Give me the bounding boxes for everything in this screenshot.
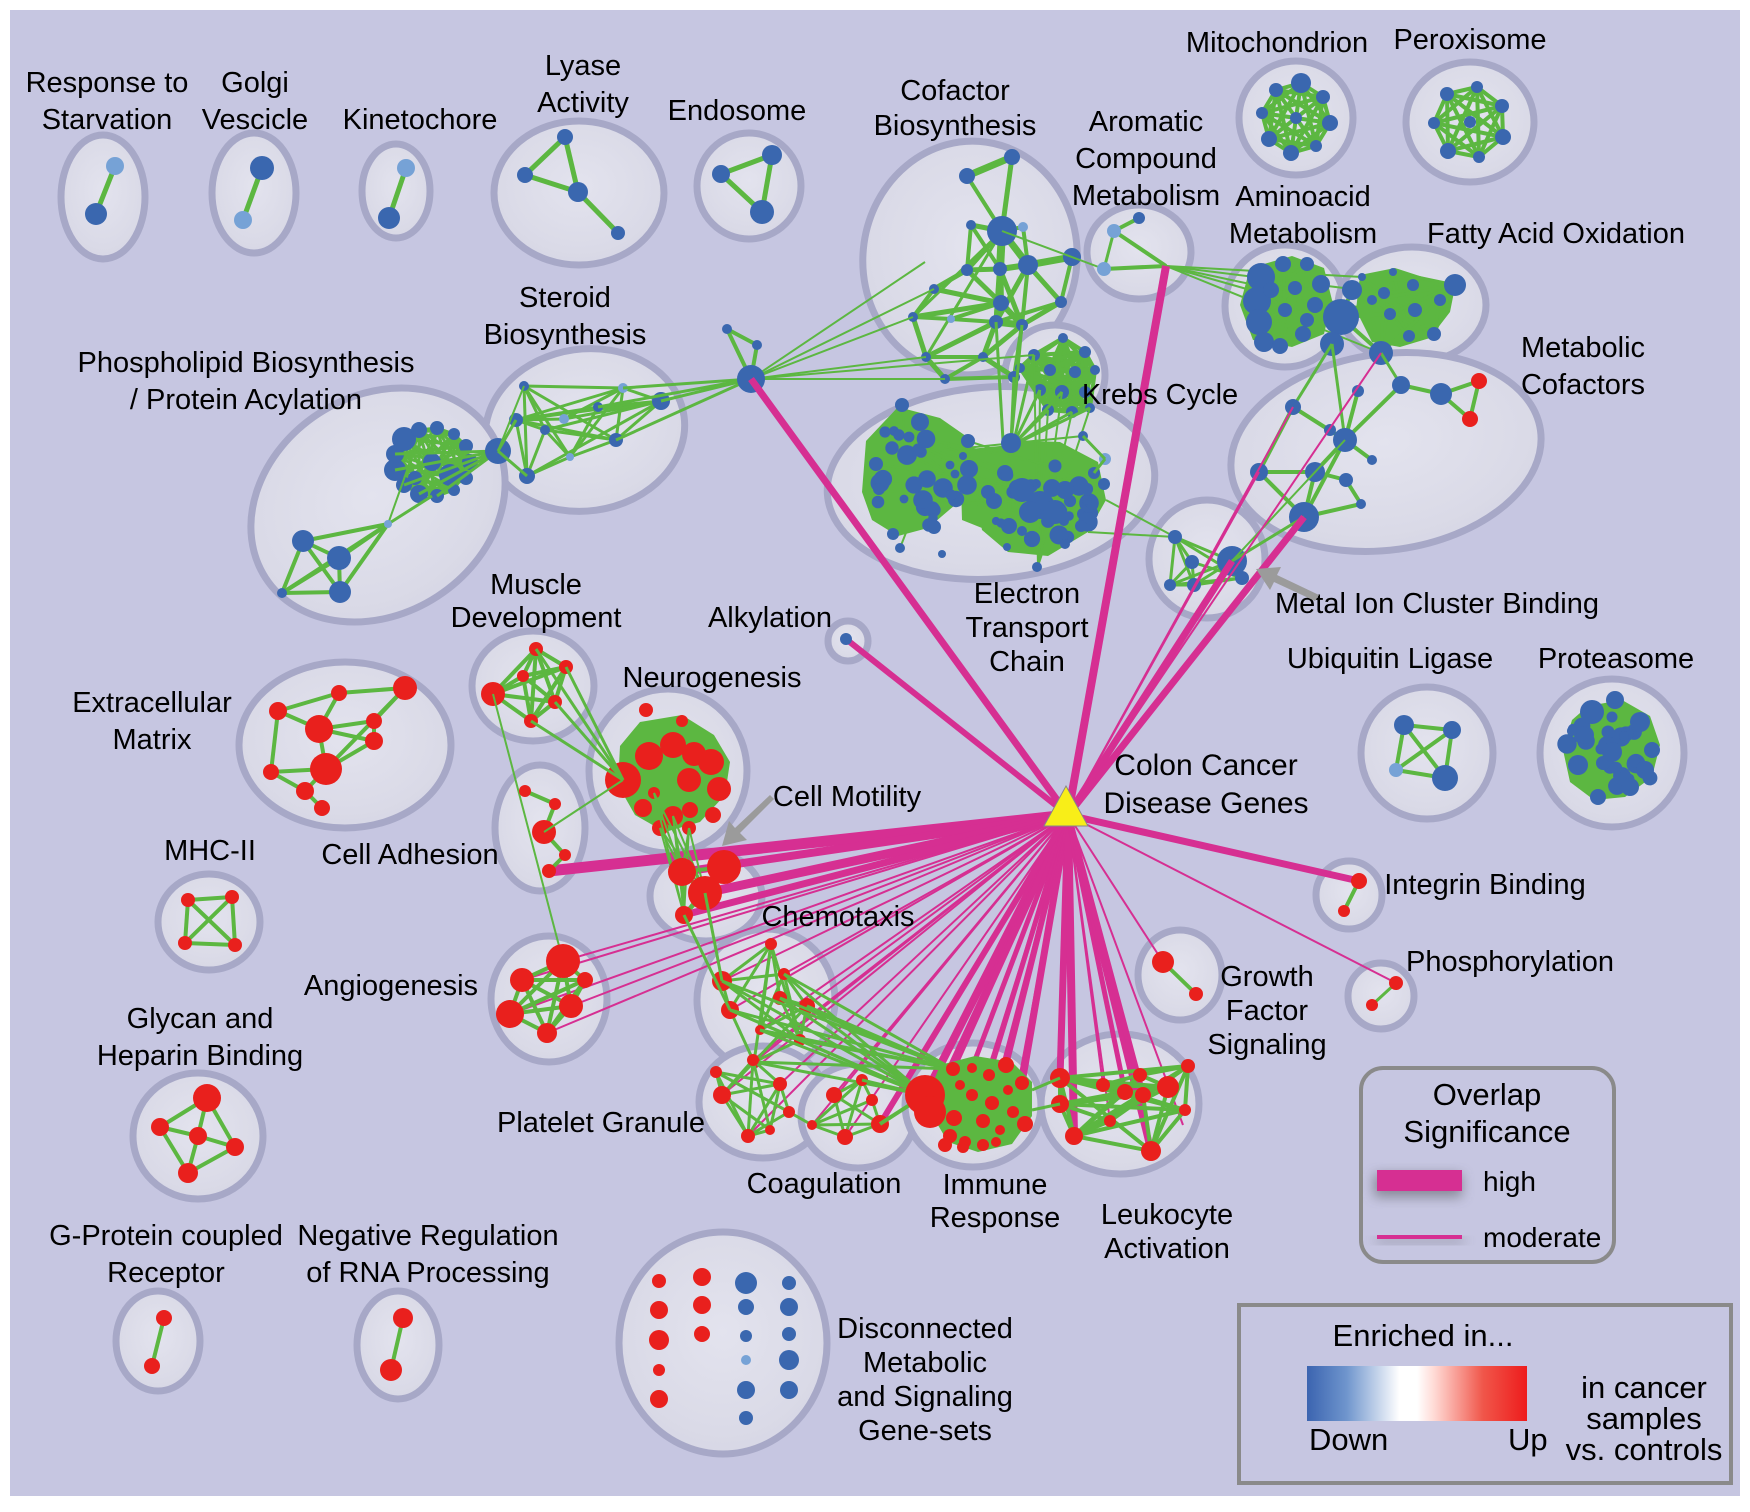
svg-text:Compound: Compound bbox=[1075, 143, 1217, 175]
svg-text:Integrin Binding: Integrin Binding bbox=[1384, 869, 1586, 901]
svg-text:Gene-sets: Gene-sets bbox=[858, 1415, 992, 1447]
svg-text:Cofactor: Cofactor bbox=[900, 75, 1010, 107]
svg-text:Negative Regulation: Negative Regulation bbox=[297, 1220, 558, 1252]
svg-text:Disconnected: Disconnected bbox=[837, 1313, 1013, 1345]
svg-text:Steroid: Steroid bbox=[519, 282, 611, 314]
svg-text:Significance: Significance bbox=[1403, 1114, 1570, 1149]
svg-text:Up: Up bbox=[1508, 1422, 1548, 1457]
svg-text:Transport: Transport bbox=[965, 612, 1088, 644]
svg-text:Coagulation: Coagulation bbox=[747, 1168, 902, 1200]
svg-text:Ubiquitin Ligase: Ubiquitin Ligase bbox=[1287, 643, 1493, 675]
svg-text:vs. controls: vs. controls bbox=[1566, 1432, 1723, 1467]
svg-text:Metabolism: Metabolism bbox=[1072, 180, 1220, 212]
svg-text:Enriched in...: Enriched in... bbox=[1333, 1318, 1514, 1353]
svg-text:Fatty Acid Oxidation: Fatty Acid Oxidation bbox=[1427, 218, 1685, 250]
svg-text:Disease Genes: Disease Genes bbox=[1103, 787, 1308, 820]
svg-text:Vescicle: Vescicle bbox=[202, 104, 308, 136]
svg-text:Biosynthesis: Biosynthesis bbox=[484, 319, 647, 351]
svg-text:Metabolic: Metabolic bbox=[1521, 332, 1645, 364]
svg-text:Cofactors: Cofactors bbox=[1521, 369, 1645, 401]
svg-text:Activation: Activation bbox=[1104, 1233, 1230, 1265]
svg-text:Kinetochore: Kinetochore bbox=[343, 104, 498, 136]
svg-text:moderate: moderate bbox=[1483, 1222, 1601, 1253]
svg-text:Aromatic: Aromatic bbox=[1089, 106, 1203, 138]
svg-text:Matrix: Matrix bbox=[113, 724, 192, 756]
svg-text:Phospholipid Biosynthesis: Phospholipid Biosynthesis bbox=[78, 347, 415, 379]
svg-text:Peroxisome: Peroxisome bbox=[1393, 24, 1546, 56]
svg-text:Metabolic: Metabolic bbox=[863, 1347, 987, 1379]
svg-text:high: high bbox=[1483, 1166, 1536, 1197]
svg-text:G-Protein coupled: G-Protein coupled bbox=[49, 1220, 283, 1252]
svg-text:Krebs Cycle: Krebs Cycle bbox=[1082, 379, 1238, 411]
svg-text:Overlap: Overlap bbox=[1433, 1077, 1542, 1112]
svg-text:in cancer: in cancer bbox=[1581, 1370, 1707, 1405]
svg-text:Metabolism: Metabolism bbox=[1229, 218, 1377, 250]
svg-text:Metal Ion Cluster Binding: Metal Ion Cluster Binding bbox=[1275, 588, 1599, 620]
svg-text:Extracellular: Extracellular bbox=[72, 687, 232, 719]
svg-text:Response: Response bbox=[930, 1202, 1061, 1234]
svg-text:Colon Cancer: Colon Cancer bbox=[1114, 749, 1297, 782]
svg-text:Starvation: Starvation bbox=[42, 104, 173, 136]
svg-text:Cell Adhesion: Cell Adhesion bbox=[321, 839, 498, 871]
svg-text:/ Protein Acylation: / Protein Acylation bbox=[130, 384, 362, 416]
svg-text:Factor: Factor bbox=[1226, 995, 1309, 1027]
svg-text:Aminoacid: Aminoacid bbox=[1235, 181, 1370, 213]
svg-text:Down: Down bbox=[1309, 1422, 1388, 1457]
svg-text:Immune: Immune bbox=[943, 1169, 1048, 1201]
svg-text:Angiogenesis: Angiogenesis bbox=[304, 970, 478, 1002]
svg-text:samples: samples bbox=[1586, 1401, 1701, 1436]
svg-text:Leukocyte: Leukocyte bbox=[1101, 1199, 1233, 1231]
svg-text:Signaling: Signaling bbox=[1207, 1029, 1326, 1061]
svg-text:Platelet Granule: Platelet Granule bbox=[497, 1107, 705, 1139]
svg-text:Muscle: Muscle bbox=[490, 569, 582, 601]
svg-text:Heparin Binding: Heparin Binding bbox=[97, 1040, 303, 1072]
svg-text:Mitochondrion: Mitochondrion bbox=[1186, 27, 1368, 59]
svg-text:Electron: Electron bbox=[974, 578, 1080, 610]
svg-text:Chemotaxis: Chemotaxis bbox=[761, 901, 914, 933]
svg-text:Proteasome: Proteasome bbox=[1538, 643, 1694, 675]
svg-text:Neurogenesis: Neurogenesis bbox=[623, 662, 802, 694]
svg-text:Receptor: Receptor bbox=[107, 1257, 225, 1289]
svg-text:Cell Motility: Cell Motility bbox=[773, 781, 922, 813]
svg-text:Biosynthesis: Biosynthesis bbox=[874, 110, 1037, 142]
svg-text:Growth: Growth bbox=[1220, 961, 1313, 993]
svg-text:Glycan and: Glycan and bbox=[127, 1003, 274, 1035]
svg-text:MHC-II: MHC-II bbox=[164, 835, 256, 867]
svg-text:Lyase: Lyase bbox=[545, 50, 621, 82]
svg-text:Endosome: Endosome bbox=[668, 95, 807, 127]
svg-text:Response to: Response to bbox=[26, 67, 189, 99]
svg-text:Phosphorylation: Phosphorylation bbox=[1406, 946, 1614, 978]
svg-text:Alkylation: Alkylation bbox=[708, 602, 832, 634]
svg-text:and Signaling: and Signaling bbox=[837, 1381, 1013, 1413]
svg-text:of RNA Processing: of RNA Processing bbox=[306, 1257, 549, 1289]
svg-text:Chain: Chain bbox=[989, 646, 1065, 678]
svg-text:Golgi: Golgi bbox=[221, 67, 289, 99]
svg-text:Development: Development bbox=[451, 602, 622, 634]
svg-text:Activity: Activity bbox=[537, 87, 629, 119]
